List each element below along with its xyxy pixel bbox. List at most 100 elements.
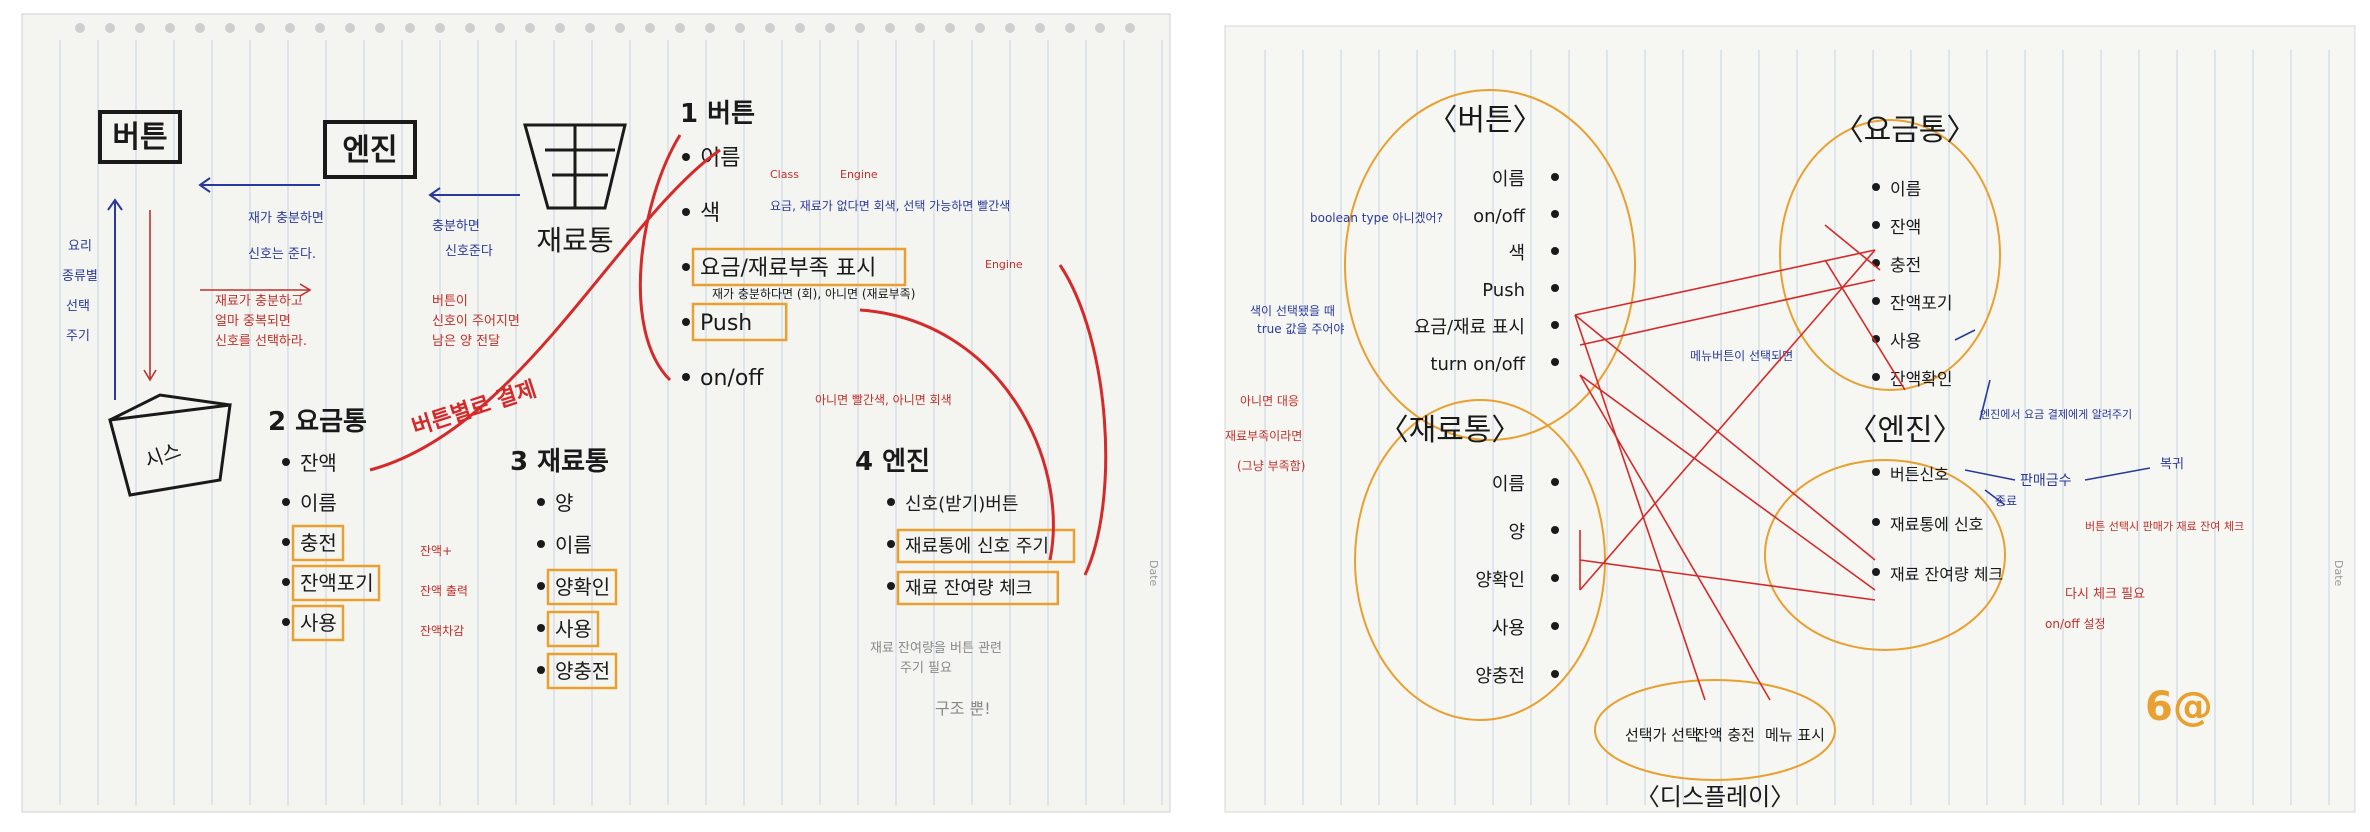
rbtn-item: 이름 bbox=[1492, 169, 1525, 190]
engine-result-1: 판매금수 bbox=[2020, 473, 2072, 489]
section1-title: 1 버튼 bbox=[680, 99, 755, 129]
bullet-dot bbox=[537, 666, 545, 674]
rbtn-item: turn on/off bbox=[1430, 354, 1525, 375]
highlight-box bbox=[546, 568, 618, 606]
ruled-lines bbox=[1264, 50, 2330, 805]
section1-shortage-note: 재가 충분하다면 (회), 아니면 (재료부족) bbox=[712, 287, 915, 301]
sec4-item: 재료통에 신호 주기 bbox=[905, 536, 1049, 557]
sec2-item: 잔액 bbox=[300, 451, 337, 475]
section1-anno-engine2: Engine bbox=[985, 258, 1023, 271]
display-group-title: 〈디스플레이〉 bbox=[1636, 783, 1794, 811]
spiral-holes bbox=[75, 23, 1135, 33]
connector-dot bbox=[1551, 284, 1559, 292]
group-ovals bbox=[1344, 89, 2006, 781]
connector-dot bbox=[1551, 358, 1559, 366]
sec1-item: 색 bbox=[700, 201, 720, 226]
button-box: 버튼 bbox=[98, 110, 182, 164]
highlight-box bbox=[291, 524, 345, 562]
red-flow-arrows bbox=[143, 210, 312, 382]
rtrash-item: 이름 bbox=[1492, 474, 1525, 495]
highlight-box bbox=[896, 528, 1076, 564]
coin-bin-icon bbox=[108, 393, 232, 497]
button-box-label: 버튼 bbox=[112, 120, 167, 155]
section1-anno-engine: Engine bbox=[840, 168, 878, 181]
connector-dot bbox=[1551, 173, 1559, 181]
trash-note-1: 충분하면 bbox=[432, 219, 480, 234]
section3-title: 3 재료통 bbox=[510, 447, 609, 477]
engine-red-note-1: 재료가 충분하고 bbox=[215, 294, 303, 309]
rengine-item: 버튼신호 bbox=[1890, 465, 1949, 484]
money-group-title: 〈요금통〉 bbox=[1834, 113, 1977, 148]
rmoney-item: 잔액확인 bbox=[1890, 370, 1953, 390]
sec3-item: 사용 bbox=[555, 617, 592, 641]
rbtn-item: Push bbox=[1482, 280, 1525, 301]
engine-box-label: 엔진 bbox=[342, 133, 397, 168]
button-group-title: 〈버튼〉 bbox=[1427, 103, 1542, 138]
middle-note: 메뉴버튼이 선택되면 bbox=[1690, 349, 1793, 363]
bullet-dot bbox=[887, 540, 895, 548]
sec3-item: 양충전 bbox=[555, 659, 610, 683]
trash-red-note-2: 신호이 주어지면 bbox=[432, 314, 520, 329]
bullet-dot bbox=[682, 263, 690, 271]
rmoney-item: 잔액 bbox=[1890, 218, 1921, 238]
trash-box-label: 재료통 bbox=[536, 224, 613, 257]
bullet-dot bbox=[282, 498, 290, 506]
highlight-box bbox=[291, 564, 381, 602]
bullet-dot bbox=[1872, 373, 1880, 381]
section4-exclaim: 구조 뿐! bbox=[935, 699, 991, 718]
sec1-item: 요금/재료부족 표시 bbox=[700, 256, 876, 281]
section2-side-note: 잔액+ bbox=[420, 544, 452, 558]
section4-note-2: 주기 필요 bbox=[900, 661, 952, 676]
sec2-item: 잔액포기 bbox=[300, 571, 374, 595]
rdisp-item: 메뉴 표시 bbox=[1765, 726, 1825, 744]
engine-result-3: 종료 bbox=[1995, 494, 2017, 508]
sec2-item: 충전 bbox=[300, 531, 337, 555]
doodle: 6@ bbox=[2145, 684, 2213, 730]
left-notebook-page: 버튼 엔진 재료통 재가 충분하면 신호는 준다. 재료가 충분하고 얼마 중복… bbox=[21, 13, 1171, 813]
bullet-dot bbox=[1872, 297, 1880, 305]
highlight-box bbox=[691, 302, 788, 342]
rmoney-item: 사용 bbox=[1890, 332, 1921, 352]
red-link-curves bbox=[369, 134, 1108, 576]
sec3-item: 양확인 bbox=[555, 575, 610, 599]
trash-drawer-icon bbox=[523, 123, 627, 210]
bullet-dot bbox=[1872, 221, 1880, 229]
highlight-box bbox=[546, 652, 618, 690]
section1-anno-class: Class bbox=[770, 168, 799, 181]
sec2-item: 사용 bbox=[300, 611, 337, 635]
engine-group-title: 〈엔진〉 bbox=[1847, 413, 1962, 448]
bullet-dot bbox=[1872, 468, 1880, 476]
bullet-dot bbox=[537, 498, 545, 506]
bullet-dot bbox=[682, 153, 690, 161]
rtrash-item: 양확인 bbox=[1475, 570, 1525, 591]
rbtn-item: 요금/재료 표시 bbox=[1414, 317, 1525, 338]
engine-box: 엔진 bbox=[323, 120, 417, 179]
section4-note-1: 재료 잔여량을 버튼 관련 bbox=[870, 641, 1002, 656]
button-group-note: boolean type 아니겠어? bbox=[1310, 211, 1443, 225]
sec3-item: 이름 bbox=[555, 533, 592, 557]
section2-side-note: 잔액차감 bbox=[420, 624, 464, 638]
rtrash-item: 양충전 bbox=[1475, 666, 1525, 687]
section1-color-note: 요금, 재료가 없다면 회색, 선택 가능하면 빨간색 bbox=[770, 199, 1010, 213]
bullet-dot bbox=[1872, 518, 1880, 526]
section2-side-note: 잔액 출력 bbox=[420, 584, 468, 598]
rmoney-item: 이름 bbox=[1890, 180, 1921, 200]
bullet-dot bbox=[282, 618, 290, 626]
highlight-box bbox=[691, 247, 907, 287]
sec1-item: Push bbox=[700, 311, 752, 336]
rengine-item: 재료통에 신호 bbox=[1890, 515, 1983, 534]
engine-side-note: 엔진에서 요금 결제에게 알려주기 bbox=[1980, 407, 2132, 421]
date-label-right: Date bbox=[2332, 560, 2345, 587]
connector-dot bbox=[1551, 321, 1559, 329]
margin-note-3: 선택 bbox=[66, 299, 90, 314]
trash-note-2: 신호준다 bbox=[445, 244, 493, 259]
margin-note-4: 주기 bbox=[66, 329, 90, 344]
cross-link-arrows bbox=[1574, 224, 1906, 701]
